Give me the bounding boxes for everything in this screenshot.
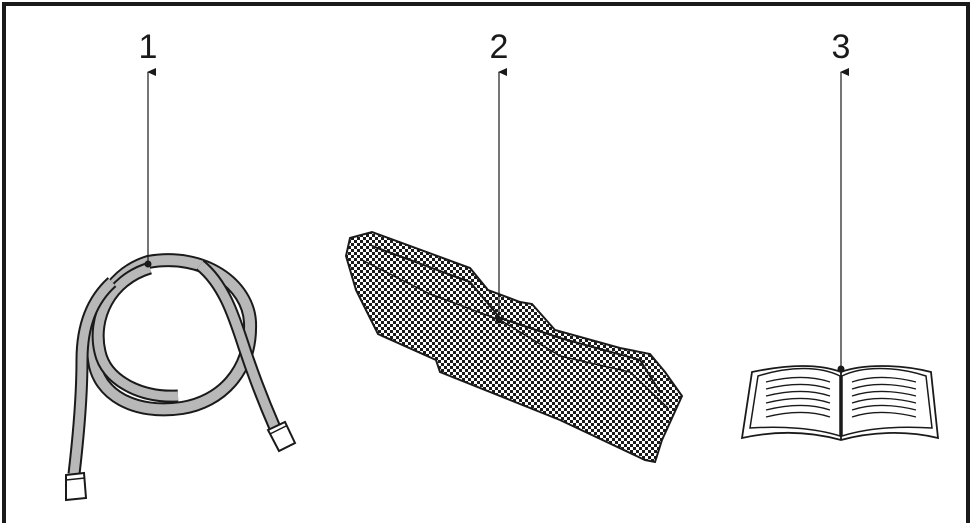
callout-number-1: 1 bbox=[139, 28, 158, 66]
hose-icon bbox=[65, 253, 297, 502]
callout-number-3: 3 bbox=[832, 28, 851, 66]
filter-mat-icon bbox=[344, 230, 684, 464]
callout-number-2: 2 bbox=[490, 28, 509, 66]
manual-icon bbox=[740, 365, 940, 441]
